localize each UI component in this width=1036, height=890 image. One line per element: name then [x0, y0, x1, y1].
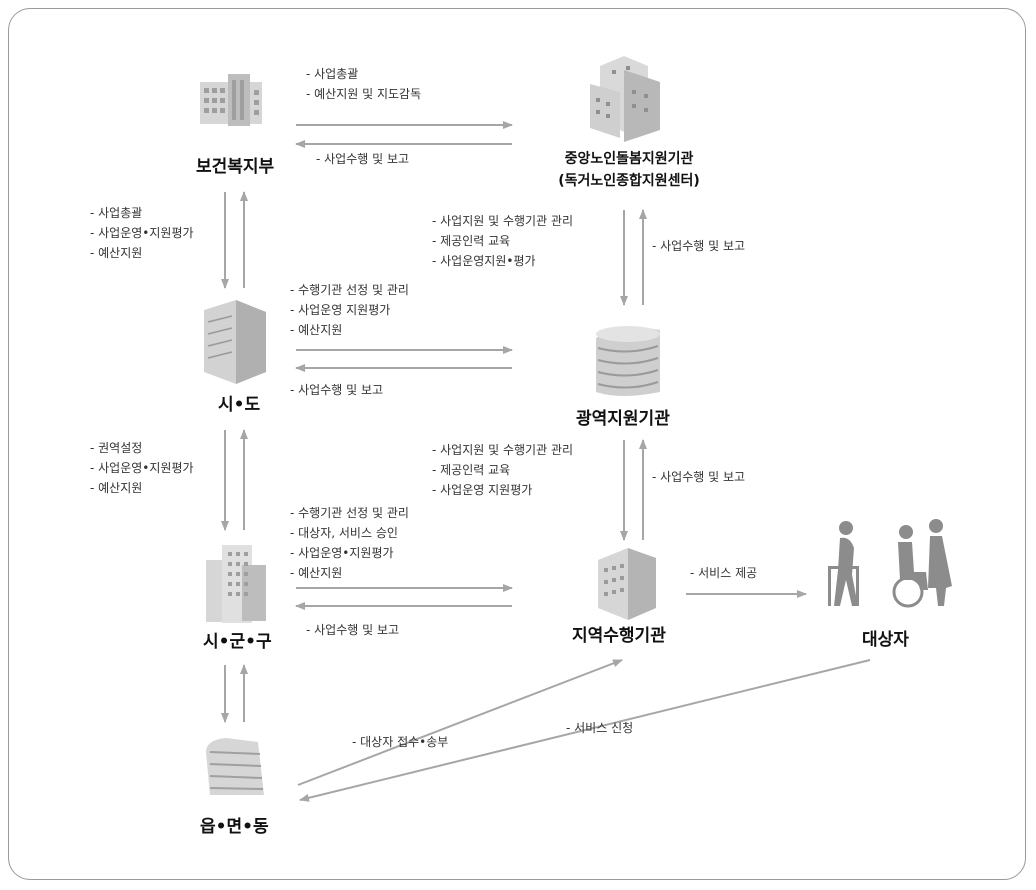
note-regional-to-local: - 사업지원 및 수행기관 관리 - 제공인력 교육 - 사업운영 지원평가 [432, 440, 573, 500]
note-ministry-to-province: - 사업총괄 - 사업운영•지원평가 - 예산지원 [90, 203, 194, 263]
local-building-icon [598, 548, 656, 620]
province-building-icon [204, 300, 266, 384]
node-city-label: 시•군•구 [203, 632, 272, 652]
note-line: - 사업총괄 [90, 206, 143, 220]
note-line: - 예산지원 [290, 566, 343, 580]
node-regional-label: 광역지원기관 [576, 409, 670, 429]
node-ministry-label: 보건복지부 [196, 157, 275, 177]
note-line: - 사업지원 및 수행기관 관리 [432, 214, 574, 228]
note-line: - 사업운영•지원평가 [90, 226, 194, 240]
note-line: - 사업운영지원•평가 [432, 254, 536, 268]
arrow-target-to-town [299, 659, 871, 802]
note-central-to-ministry: - 사업수행 및 보고 [316, 152, 410, 166]
note-line: - 사업운영•지원평가 [290, 546, 394, 560]
node-central-label: 중앙노인돌봄지원기관 (독거노인종합지원센터) [552, 148, 706, 192]
node-province-label: 시•도 [218, 395, 261, 415]
node-central-subtitle: (독거노인종합지원센터) [558, 173, 700, 189]
note-local-to-target: - 서비스 제공 [690, 566, 758, 580]
note-line: - 예산지원 및 지도감독 [306, 87, 422, 101]
arrow-town-to-local [297, 659, 623, 786]
town-building-icon [206, 738, 264, 795]
note-regional-to-province: - 사업수행 및 보고 [290, 383, 384, 397]
node-target-label: 대상자 [862, 630, 909, 650]
note-line: - 제공인력 교육 [432, 463, 511, 477]
note-line: - 사업총괄 [306, 67, 359, 81]
note-line: - 예산지원 [90, 481, 143, 495]
note-line: - 사업운영 지원평가 [290, 303, 391, 317]
note-line: - 권역설정 [90, 441, 143, 455]
note-province-to-city: - 권역설정 - 사업운영•지원평가 - 예산지원 [90, 438, 194, 498]
note-line: - 사업운영 지원평가 [432, 483, 533, 497]
note-line: - 대상자, 서비스 승인 [290, 526, 398, 540]
note-target-to-town: - 서비스 신청 [566, 721, 634, 735]
node-local-label: 지역수행기관 [572, 626, 666, 646]
note-central-to-regional: - 사업지원 및 수행기관 관리 - 제공인력 교육 - 사업운영지원•평가 [432, 211, 573, 271]
ministry-building-icon [200, 74, 262, 126]
note-regional-to-central: - 사업수행 및 보고 [652, 239, 746, 253]
note-line: - 수행기관 선정 및 관리 [290, 506, 409, 520]
node-central-title: 중앙노인돌봄지원기관 [564, 151, 694, 167]
city-building-icon [206, 545, 266, 623]
note-city-to-local: - 수행기관 선정 및 관리 - 대상자, 서비스 승인 - 사업운영•지원평가… [290, 503, 409, 583]
note-line: - 제공인력 교육 [432, 234, 511, 248]
diagram-frame [8, 8, 1026, 880]
elderly-people-icon [828, 519, 952, 608]
central-building-icon [590, 56, 660, 142]
note-line: - 수행기관 선정 및 관리 [290, 283, 409, 297]
note-line: - 예산지원 [90, 246, 143, 260]
note-line: - 예산지원 [290, 323, 343, 337]
note-local-to-regional: - 사업수행 및 보고 [652, 470, 746, 484]
note-province-to-regional: - 수행기관 선정 및 관리 - 사업운영 지원평가 - 예산지원 [290, 280, 409, 340]
regional-building-icon [596, 326, 660, 396]
note-local-to-city: - 사업수행 및 보고 [306, 623, 400, 637]
note-town-to-local: - 대상자 접수•송부 [352, 735, 449, 749]
note-line: - 사업운영•지원평가 [90, 461, 194, 475]
note-ministry-to-central: - 사업총괄 - 예산지원 및 지도감독 [306, 64, 421, 104]
node-town-label: 읍•면•동 [200, 817, 269, 837]
note-line: - 사업지원 및 수행기관 관리 [432, 443, 574, 457]
